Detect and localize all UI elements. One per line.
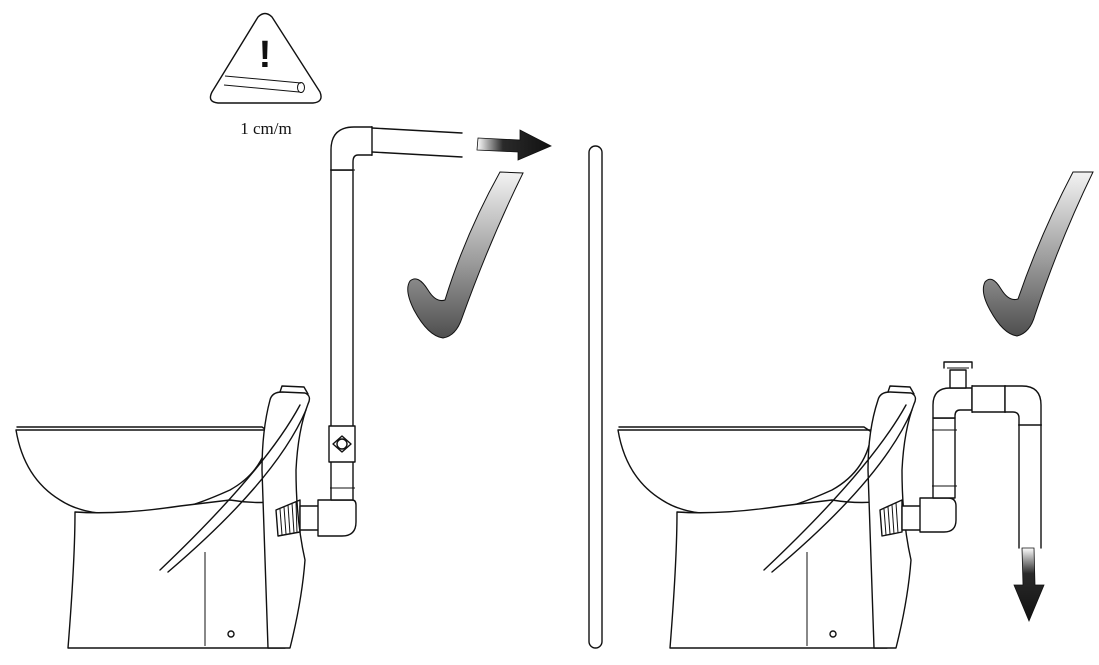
pipe-elbow-top	[330, 126, 373, 171]
screw-cap	[227, 630, 235, 638]
check-mark-icon	[982, 171, 1094, 337]
sloped-pipe-icon	[223, 75, 305, 93]
corrugated-hose	[275, 499, 301, 537]
check-mark-icon	[407, 171, 524, 339]
pipe-crossover	[971, 385, 1006, 413]
horizontal-arrow-icon	[476, 129, 552, 161]
toilet-right	[617, 385, 917, 649]
slope-label: 1 cm/m	[240, 119, 291, 138]
pipe-run-top	[371, 127, 463, 134]
non-return-valve	[328, 425, 356, 463]
pipe-elbow-bottom	[317, 499, 357, 537]
toilet-left	[15, 385, 311, 649]
pipe-elbow-top-left	[932, 387, 973, 419]
left-installation	[15, 126, 552, 649]
corrugated-hose	[879, 499, 903, 537]
pipe-elbow-top-right	[1004, 385, 1042, 426]
air-admittance-valve	[943, 361, 973, 389]
macerator-housing	[867, 391, 917, 649]
discharge-pipe-right	[901, 361, 1042, 549]
warning-triangle-icon	[209, 12, 322, 104]
screw-cap	[829, 630, 837, 638]
down-arrow-icon	[1013, 547, 1045, 623]
discharge-pipe-left	[299, 126, 463, 537]
right-installation	[617, 171, 1094, 649]
macerator-housing	[261, 391, 311, 649]
warning-exclamation: !	[259, 34, 272, 76]
toilet-pedestal	[669, 499, 895, 649]
pipe-elbow-bottom	[919, 497, 957, 533]
scene-divider	[588, 145, 603, 649]
toilet-pedestal	[67, 499, 293, 649]
warning-sign: ! 1 cm/m	[209, 12, 322, 138]
